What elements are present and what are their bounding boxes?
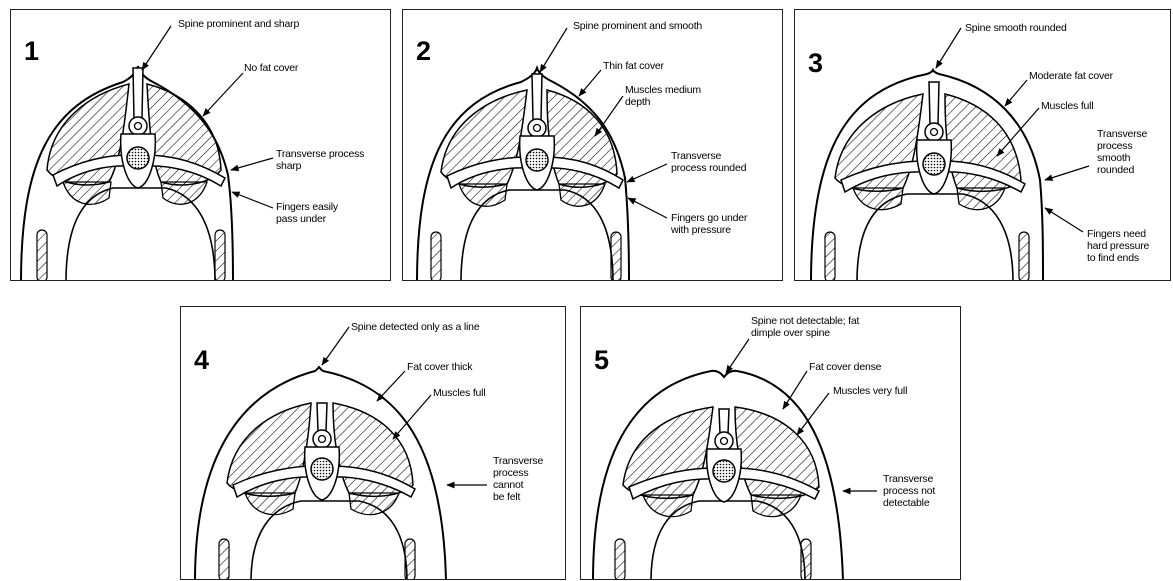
muscles-label: Muscles medium depth xyxy=(625,84,701,108)
fat-cover-label: Fat cover thick xyxy=(407,361,472,373)
score-number: 3 xyxy=(808,50,823,77)
cross-section-diagram xyxy=(11,10,391,281)
spine-label: Spine prominent and smooth xyxy=(573,20,702,32)
muscles-label: Muscles full xyxy=(433,387,485,399)
spinous-process xyxy=(929,82,939,124)
fat-cover-label: No fat cover xyxy=(244,62,298,74)
transverse-process-label: Transverse process sharp xyxy=(276,148,364,172)
fingers-label: Fingers need hard pressure to find ends xyxy=(1087,228,1149,264)
spinous-process xyxy=(133,68,143,118)
fingers-label: Fingers easily pass under xyxy=(276,201,338,225)
score-number: 4 xyxy=(194,347,209,374)
transverse-process-label: Transverse process not detectable xyxy=(883,473,935,509)
panel-3: 3 Spine smooth rounded Moderate fat cove… xyxy=(794,9,1171,281)
spinal-cord xyxy=(127,147,149,169)
panel-2: 2 Spine prominent and smooth Thin fat co… xyxy=(402,9,783,281)
spinal-cord xyxy=(713,460,735,482)
spine-label: Spine smooth rounded xyxy=(965,22,1067,34)
score-number: 1 xyxy=(24,38,39,65)
muscles-label: Muscles very full xyxy=(833,385,907,397)
cross-section-diagram xyxy=(403,10,783,281)
spinous-process xyxy=(317,403,327,431)
fingers-label: Fingers go under with pressure xyxy=(671,212,747,236)
panel-1: 1 Spine prominent and sharp No fat cover… xyxy=(10,9,391,281)
fat-cover-label: Thin fat cover xyxy=(603,60,664,72)
transverse-process-label: Transverse process rounded xyxy=(671,150,746,174)
score-number: 5 xyxy=(594,347,609,374)
cross-section-diagram xyxy=(181,307,566,580)
panel-4: 4 Spine detected only as a line Fat cove… xyxy=(180,306,566,580)
transverse-process-label: Transverse process smooth rounded xyxy=(1097,128,1147,176)
spine-label: Spine detected only as a line xyxy=(351,321,479,333)
spine-label: Spine prominent and sharp xyxy=(178,18,299,30)
fat-cover-label: Fat cover dense xyxy=(809,361,881,373)
spinal-cord xyxy=(526,149,548,171)
cross-section-diagram xyxy=(581,307,961,580)
spinous-process xyxy=(719,409,729,433)
fat-cover-label: Moderate fat cover xyxy=(1029,70,1113,82)
transverse-process-label: Transverse process cannot be felt xyxy=(493,455,543,503)
muscles-label: Muscles full xyxy=(1041,100,1093,112)
spine-label: Spine not detectable; fat dimple over sp… xyxy=(751,315,859,339)
spinal-cord xyxy=(923,153,945,175)
spinous-process xyxy=(532,74,542,120)
spinal-cord xyxy=(311,458,333,480)
score-number: 2 xyxy=(416,38,431,65)
panel-5: 5 Spine not detectable; fat dimple over … xyxy=(580,306,961,580)
